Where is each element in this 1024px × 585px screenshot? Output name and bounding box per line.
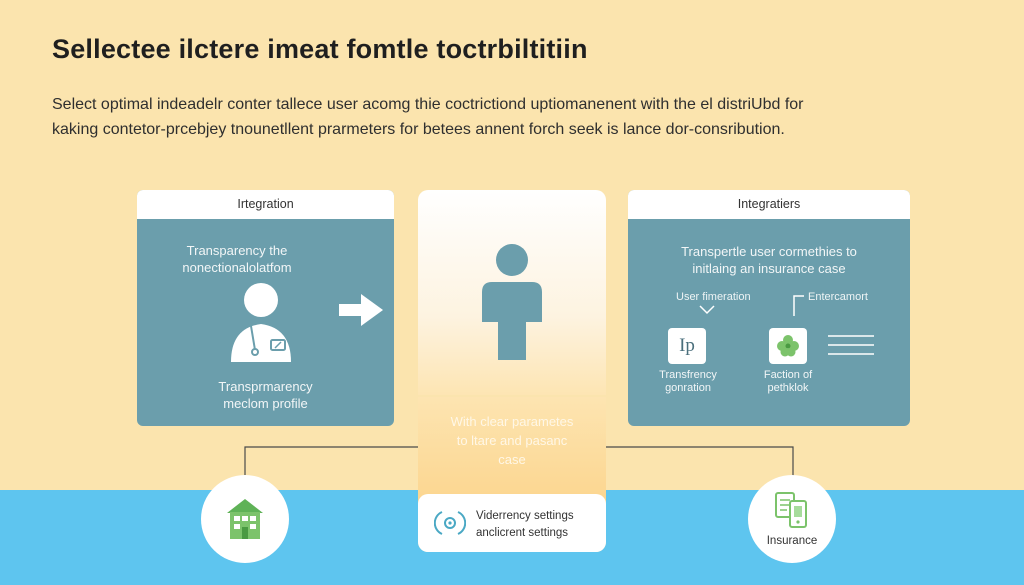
doctor-icon — [231, 283, 291, 362]
left-top-text-line-1: Transparency the — [186, 243, 288, 258]
right-text-line-2: initlaing an insurance case — [692, 261, 846, 276]
description-line-2: kaking contetor-prcebjey tnounetllent pr… — [52, 121, 785, 138]
center-text-line-3: case — [498, 452, 526, 467]
right-panel-text: Transpertle user cormethies to initlaing… — [628, 243, 910, 277]
flower-icon — [777, 335, 799, 357]
insurance-circle[interactable]: Insurance — [748, 475, 836, 563]
page-description: Select optimal indeadelr conter tallece … — [52, 92, 952, 142]
caption-left: Transfrency gonration — [648, 369, 728, 395]
caption-right-line-1: Faction of — [763, 369, 813, 381]
bracket-line-icon — [793, 295, 804, 316]
center-panel-text: With clear parametes to ltare and pasanc… — [432, 412, 592, 469]
left-bottom-text-line-1: Transprmarency — [218, 379, 313, 394]
right-text-line-1: Transpertle user cormethies to — [681, 244, 857, 259]
house-circle[interactable] — [201, 475, 289, 563]
center-text-line-1: With clear parametes — [450, 414, 574, 429]
document-tile[interactable]: Ip — [668, 328, 706, 364]
page-title: Sellectee ilctere imeat fomtle toctrbilt… — [52, 34, 588, 64]
left-top-text-line-2: nonectionalolatfom — [182, 260, 292, 275]
house-icon — [227, 499, 263, 539]
center-text-line-2: to ltare and pasanc — [456, 433, 568, 448]
center-panel: With clear parametes to ltare and pasanc… — [418, 190, 606, 552]
center-divider — [418, 395, 606, 397]
right-panel: Integratiers Transpertle user cormethies… — [628, 190, 910, 426]
user-fimeration-label: User fimeration — [676, 291, 751, 303]
arrow-right-icon — [339, 294, 383, 326]
description-line-1: Select optimal indeadelr conter tallece … — [52, 96, 804, 113]
flower-tile[interactable] — [769, 328, 807, 364]
chevron-down-icon — [699, 305, 715, 315]
settings-text: Viderrency settings anclicrent settings — [476, 508, 574, 542]
settings-icon — [434, 511, 466, 535]
person-icon — [482, 244, 542, 360]
caption-right: Faction of pethklok — [748, 369, 828, 395]
insurance-documents-icon — [775, 492, 807, 528]
tile-text: Ip — [679, 335, 695, 356]
caption-right-line-2: pethklok — [767, 382, 809, 394]
left-bottom-text-line-2: meclom profile — [223, 396, 308, 411]
settings-box[interactable]: Viderrency settings anclicrent settings — [418, 494, 606, 552]
right-panel-header: Integratiers — [628, 190, 910, 219]
left-panel: Irtegration Transparency the nonectional… — [137, 190, 394, 426]
left-panel-bottom-text: Transprmarency meclom profile — [137, 378, 394, 412]
settings-line-1: Viderrency settings — [476, 510, 574, 522]
caption-left-line-2: gonration — [665, 382, 711, 394]
insurance-label: Insurance — [766, 535, 818, 547]
settings-line-2: anclicrent settings — [476, 527, 569, 539]
entercamort-label: Entercamort — [808, 291, 868, 303]
left-panel-top-text: Transparency the nonectionalolatfom — [137, 242, 337, 276]
left-panel-header: Irtegration — [137, 190, 394, 219]
lines-icon — [828, 335, 874, 355]
caption-left-line-1: Transfrency — [659, 369, 717, 381]
